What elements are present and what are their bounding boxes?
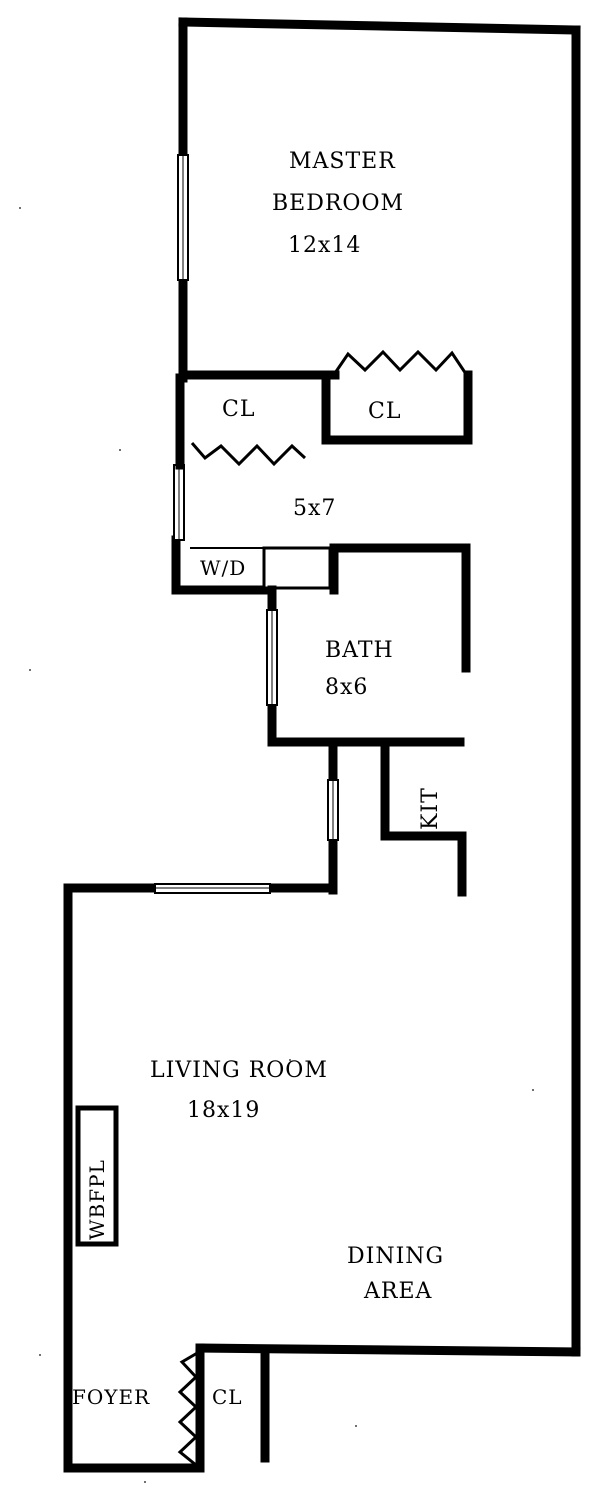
closet-right-door-icon <box>331 349 468 377</box>
closet-left-door-icon <box>190 442 307 467</box>
living-room-window <box>154 883 271 894</box>
bath-window <box>266 609 278 706</box>
living-room-walls <box>63 883 581 1473</box>
dressing-size-label: 5x7 <box>293 496 336 521</box>
living-room-size-label: 18x19 <box>187 1098 260 1123</box>
foyer-closet-door-icon <box>177 1350 200 1467</box>
bath-size-label: 8x6 <box>325 675 368 700</box>
closet-right-label: CL <box>368 399 401 424</box>
foyer-label: FOYER <box>72 1385 150 1409</box>
bath-walls <box>267 543 471 747</box>
bedroom-walls <box>171 17 581 1357</box>
master-bedroom-size-label: 12x14 <box>288 233 361 258</box>
foyer-closet-label: CL <box>212 1385 243 1409</box>
dressing-window <box>173 464 185 541</box>
dining-line2-label: AREA <box>363 1279 433 1304</box>
living-room-name-label: LIVING ROOM <box>150 1058 328 1083</box>
kitchen-window <box>327 779 339 841</box>
closet-left-label: CL <box>222 397 255 422</box>
master-bedroom-line1-label: MASTER <box>289 149 396 174</box>
kitchen-label: KIT <box>418 787 443 830</box>
bath-name-label: BATH <box>325 638 394 663</box>
fireplace <box>75 1105 119 1247</box>
washer-dryer-label: W/D <box>200 556 246 580</box>
kitchen-walls <box>328 743 467 897</box>
scan-specks <box>19 207 534 1483</box>
fireplace-label: WBFPL <box>85 1159 109 1240</box>
master-bedroom-line2-label: BEDROOM <box>272 191 404 216</box>
dining-line1-label: DINING <box>347 1244 444 1269</box>
bedroom-window <box>177 154 189 281</box>
